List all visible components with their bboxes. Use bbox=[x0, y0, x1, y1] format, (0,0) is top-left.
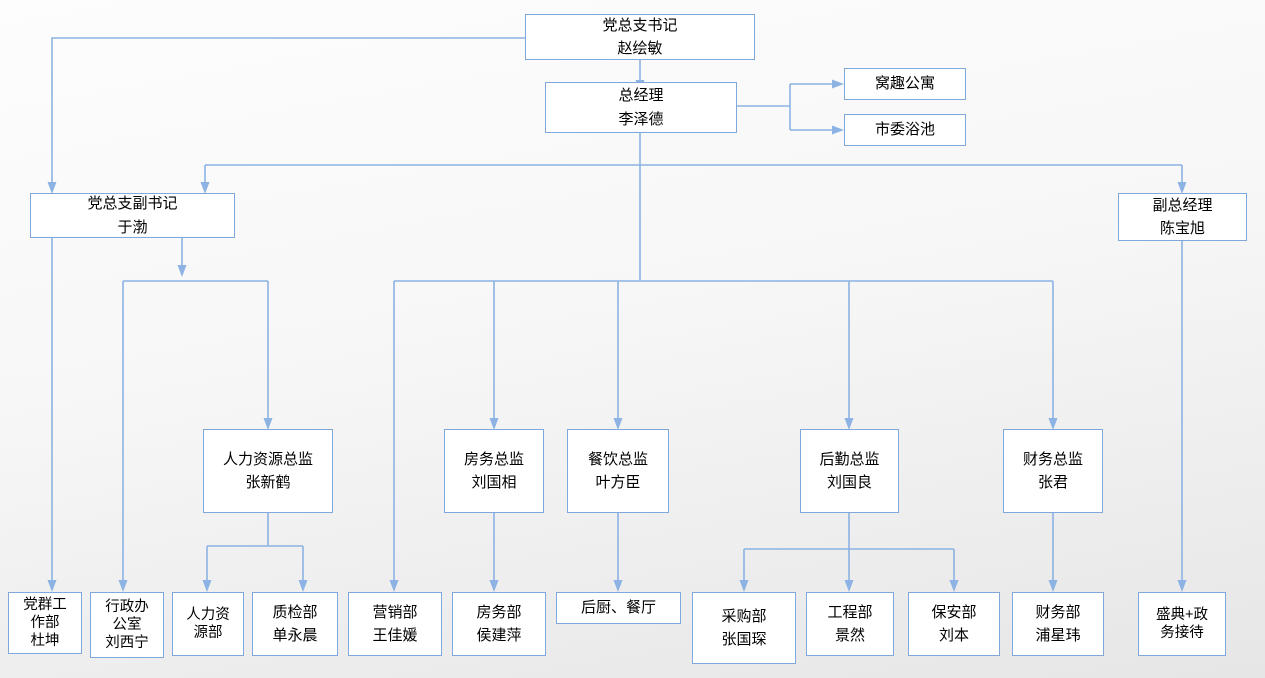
node-title: 质检部 bbox=[272, 603, 318, 621]
node-title: 房务部 bbox=[476, 603, 522, 621]
node-title: 后勤总监 bbox=[819, 450, 880, 468]
node-person: 陈宝旭 bbox=[1159, 220, 1205, 237]
node-person: 侯建萍 bbox=[476, 627, 522, 644]
node-person: 单永晨 bbox=[272, 627, 318, 644]
node-title: 窝趣公寓 bbox=[874, 75, 935, 93]
node-title: 副总经理 bbox=[1152, 196, 1213, 214]
node-title: 总经理 bbox=[618, 87, 664, 105]
node-person: 叶方臣 bbox=[595, 474, 641, 491]
node-rooms-dept[interactable]: 房务部 侯建萍 bbox=[452, 592, 546, 656]
node-title: 行政办 公室 bbox=[105, 598, 149, 633]
node-hr-director[interactable]: 人力资源总监 张新鹤 bbox=[203, 429, 333, 513]
node-title: 后厨、餐厅 bbox=[580, 599, 656, 617]
node-person: 刘本 bbox=[938, 627, 969, 644]
node-party-affairs-dept[interactable]: 党群工 作部 杜坤 bbox=[8, 592, 82, 654]
node-engineering-dept[interactable]: 工程部 景然 bbox=[806, 592, 894, 656]
node-finance-director[interactable]: 财务总监 张君 bbox=[1003, 429, 1103, 513]
node-person: 刘国相 bbox=[471, 474, 517, 491]
node-city-bathhouse[interactable]: 市委浴池 bbox=[844, 114, 966, 146]
node-finance-dept[interactable]: 财务部 浦星玮 bbox=[1012, 592, 1104, 656]
node-admin-office[interactable]: 行政办 公室 刘西宁 bbox=[90, 592, 164, 658]
node-person: 于渤 bbox=[117, 218, 148, 236]
node-title: 党总支书记 bbox=[602, 16, 678, 34]
node-title: 保安部 bbox=[931, 603, 977, 621]
node-person: 赵绘敏 bbox=[617, 40, 663, 57]
node-quality-dept[interactable]: 质检部 单永晨 bbox=[252, 592, 338, 656]
node-person: 张国琛 bbox=[721, 631, 767, 648]
node-person: 刘西宁 bbox=[105, 635, 149, 652]
node-purchasing-dept[interactable]: 采购部 张国琛 bbox=[692, 592, 796, 664]
node-wo-qu-apartment[interactable]: 窝趣公寓 bbox=[844, 68, 966, 100]
node-person: 李泽德 bbox=[618, 110, 664, 128]
node-title: 营销部 bbox=[372, 603, 418, 621]
node-title: 人力资 源部 bbox=[186, 606, 230, 641]
node-title: 采购部 bbox=[721, 607, 767, 625]
node-person: 王佳媛 bbox=[372, 627, 418, 644]
node-person: 张新鹤 bbox=[245, 474, 291, 491]
node-hr-dept[interactable]: 人力资 源部 bbox=[172, 592, 244, 656]
node-security-dept[interactable]: 保安部 刘本 bbox=[908, 592, 1000, 656]
node-ceremony-reception[interactable]: 盛典+政 务接待 bbox=[1138, 592, 1226, 656]
node-title: 房务总监 bbox=[463, 450, 524, 468]
node-marketing-dept[interactable]: 营销部 王佳媛 bbox=[348, 592, 442, 656]
node-title: 市委浴池 bbox=[874, 121, 935, 139]
node-person: 刘国良 bbox=[826, 474, 872, 491]
node-title: 党群工 作部 bbox=[23, 596, 67, 631]
node-person: 景然 bbox=[834, 627, 865, 644]
node-party-secretary[interactable]: 党总支书记 赵绘敏 bbox=[525, 14, 755, 60]
node-deputy-party-secretary[interactable]: 党总支副书记 于渤 bbox=[30, 193, 235, 238]
node-title: 财务总监 bbox=[1022, 450, 1083, 468]
node-general-manager[interactable]: 总经理 李泽德 bbox=[545, 82, 737, 133]
node-title: 党总支副书记 bbox=[87, 195, 178, 213]
node-title: 财务部 bbox=[1035, 603, 1081, 621]
node-deputy-general-manager[interactable]: 副总经理 陈宝旭 bbox=[1118, 193, 1247, 241]
node-catering-director[interactable]: 餐饮总监 叶方臣 bbox=[567, 429, 669, 513]
node-title: 盛典+政 务接待 bbox=[1156, 606, 1208, 641]
node-kitchen-restaurant[interactable]: 后厨、餐厅 bbox=[556, 592, 681, 624]
node-rooms-director[interactable]: 房务总监 刘国相 bbox=[444, 429, 544, 513]
node-person: 杜坤 bbox=[30, 633, 60, 650]
node-title: 工程部 bbox=[827, 603, 873, 621]
node-person: 张君 bbox=[1037, 474, 1068, 491]
node-title: 人力资源总监 bbox=[222, 450, 313, 468]
node-logistics-director[interactable]: 后勤总监 刘国良 bbox=[800, 429, 899, 513]
node-title: 餐饮总监 bbox=[587, 450, 648, 468]
node-person: 浦星玮 bbox=[1035, 627, 1081, 644]
